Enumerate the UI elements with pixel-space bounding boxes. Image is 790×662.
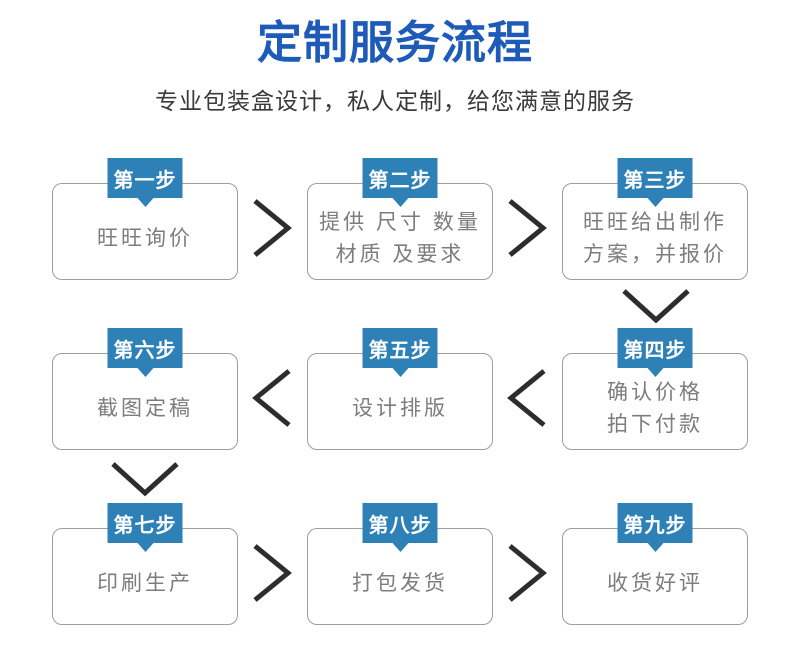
arrow-right-icon (505, 197, 549, 259)
arrow-left-icon (505, 367, 549, 429)
page-subtitle: 专业包装盒设计，私人定制，给您满意的服务 (155, 87, 635, 114)
step-8-badge: 第八步 (362, 503, 438, 543)
step-9-box: 第九步 收货好评 (562, 503, 748, 625)
step-5-text: 设计排版 (352, 396, 448, 420)
step-4-badge: 第四步 (617, 328, 693, 368)
step-3-text: 方案，并报价 (583, 242, 727, 266)
step-2-text: 材质 及要求 (335, 242, 465, 266)
step-4-box: 第四步 确认价格 拍下付款 (562, 328, 748, 450)
arrow-right-icon (250, 197, 294, 259)
step-2-badge: 第二步 (362, 158, 438, 198)
step-3-box: 第三步 旺旺给出制作 方案，并报价 (562, 158, 748, 280)
step-7-box: 第七步 印刷生产 (52, 503, 238, 625)
step-6-box: 第六步 截图定稿 (52, 328, 238, 450)
step-7-text: 印刷生产 (97, 571, 193, 595)
arrow-down-icon (109, 459, 181, 499)
step-7-badge: 第七步 (107, 503, 183, 543)
step-9-badge: 第九步 (617, 503, 693, 543)
step-4-text: 拍下付款 (607, 412, 703, 436)
step-1-badge: 第一步 (107, 158, 183, 198)
step-8-box: 第八步 打包发货 (307, 503, 493, 625)
step-6-badge: 第六步 (107, 328, 183, 368)
step-9-text: 收货好评 (607, 571, 703, 595)
step-2-text: 提供 尺寸 数量 (319, 210, 481, 234)
arrow-left-icon (250, 367, 294, 429)
step-5-badge: 第五步 (362, 328, 438, 368)
step-6-text: 截图定稿 (97, 396, 193, 420)
step-5-box: 第五步 设计排版 (307, 328, 493, 450)
step-1-box: 第一步 旺旺询价 (52, 158, 238, 280)
step-3-text: 旺旺给出制作 (583, 210, 727, 234)
step-4-text: 确认价格 (607, 380, 703, 404)
step-1-text: 旺旺询价 (97, 226, 193, 250)
page-title: 定制服务流程 (256, 16, 533, 69)
step-2-box: 第二步 提供 尺寸 数量 材质 及要求 (307, 158, 493, 280)
step-8-text: 打包发货 (352, 571, 448, 595)
arrow-right-icon (250, 542, 294, 604)
arrow-down-icon (620, 286, 692, 326)
step-3-badge: 第三步 (617, 158, 693, 198)
arrow-right-icon (505, 542, 549, 604)
